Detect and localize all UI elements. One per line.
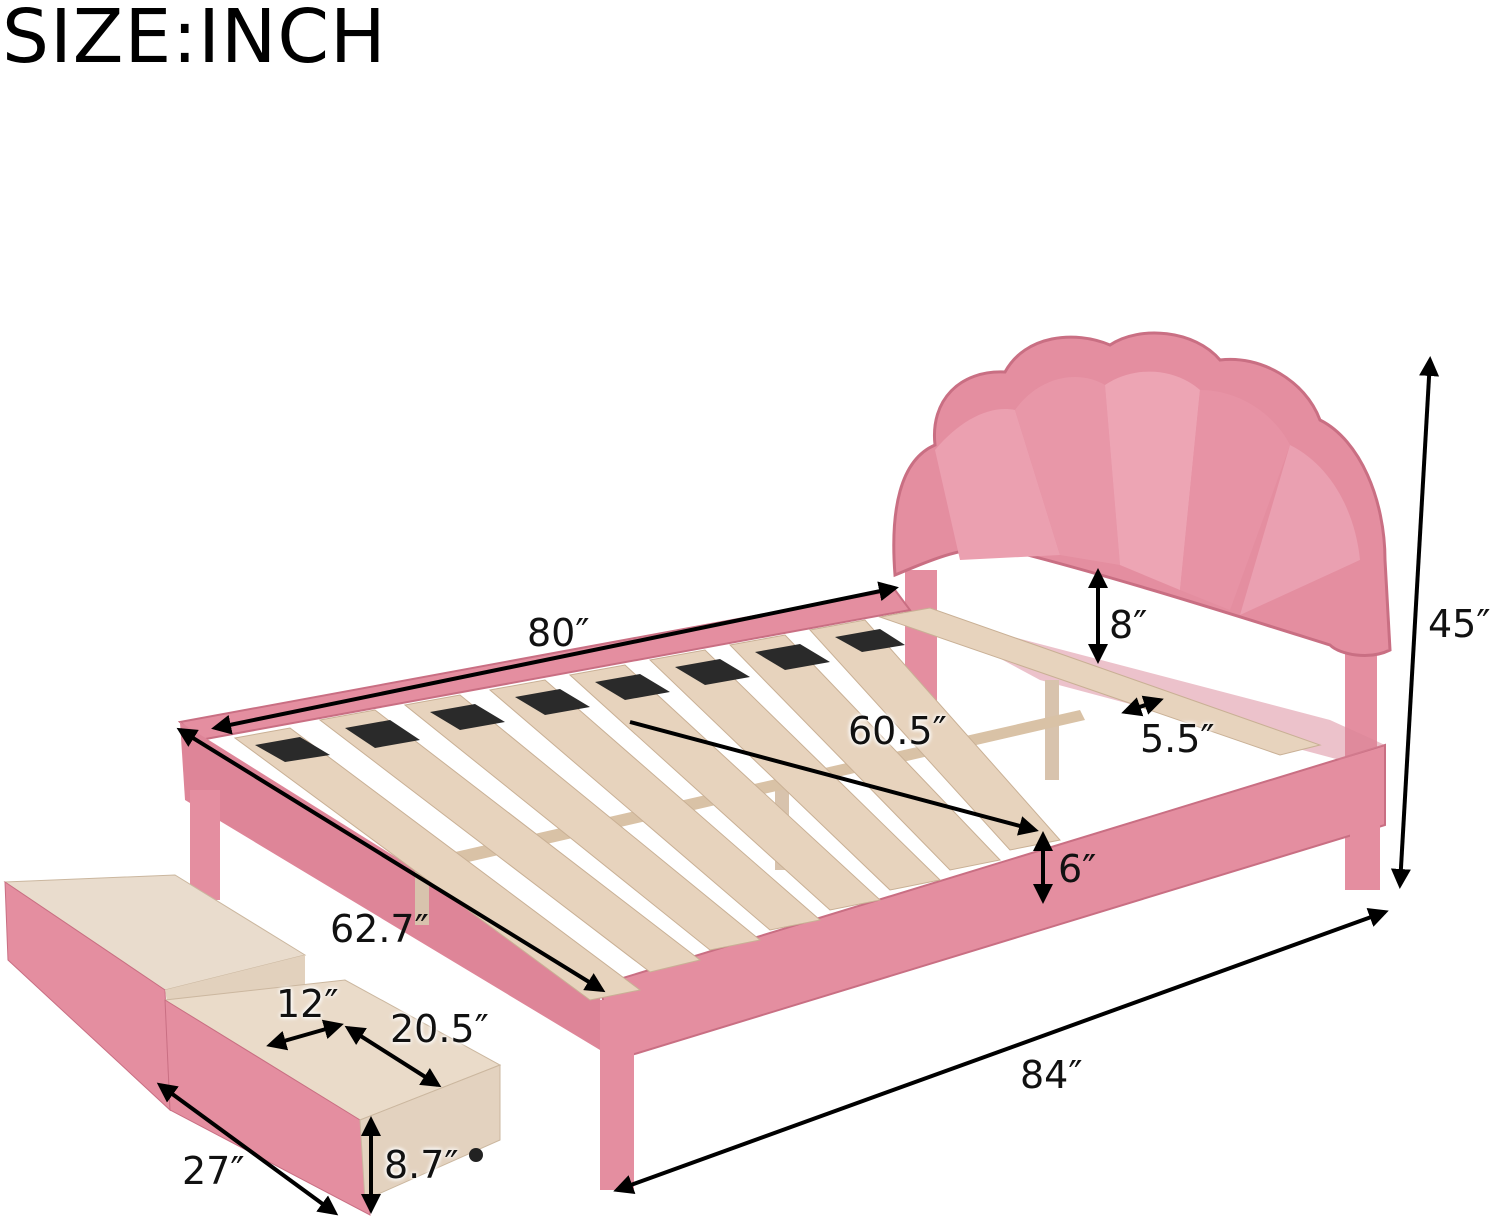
label-overall-height: 45″ [1428, 602, 1491, 646]
headboard [892, 331, 1392, 890]
label-side-rail-height: 6″ [1058, 847, 1097, 891]
label-drawer-inner-width: 12″ [276, 982, 339, 1026]
label-drawer-length: 27″ [182, 1149, 245, 1193]
label-overall-width: 62.7″ [330, 907, 429, 951]
label-slat-length: 60.5″ [848, 709, 947, 753]
label-frame-length-inner: 80″ [527, 611, 590, 655]
label-overall-length: 84″ [1020, 1053, 1083, 1097]
label-headboard-clearance: 8″ [1109, 603, 1148, 647]
label-drawer-inner-depth: 20.5″ [390, 1007, 489, 1051]
label-drawer-height: 8.7″ [384, 1143, 459, 1187]
label-slat-spacing: 5.5″ [1140, 717, 1215, 761]
dimension-arrows [156, 356, 1440, 1216]
size-unit-title: SIZE:INCH [2, 0, 387, 80]
